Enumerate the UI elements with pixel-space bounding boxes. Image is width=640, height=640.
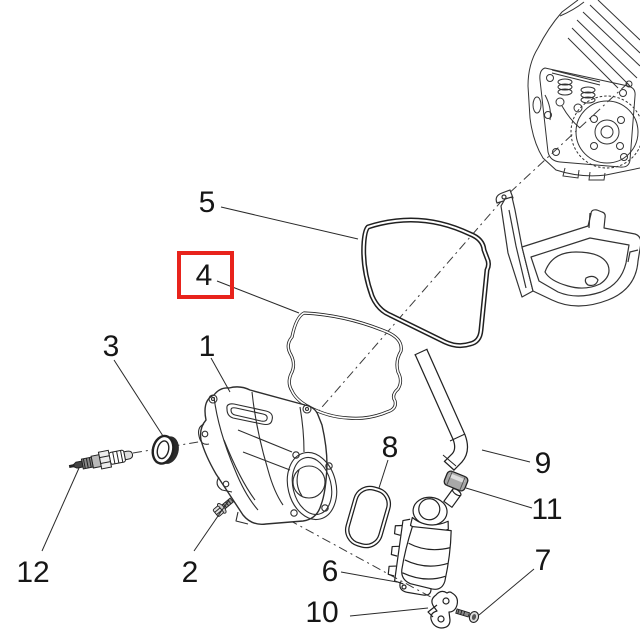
- callout-8[interactable]: 8: [381, 431, 399, 464]
- highlight-box-callout-4: [177, 251, 234, 299]
- leader-line-11: [465, 487, 533, 509]
- leader-line-8: [378, 459, 389, 489]
- callout-5[interactable]: 5: [198, 186, 216, 219]
- mounting-bracket-drawing[interactable]: [495, 189, 640, 307]
- callout-4[interactable]: 4: [195, 259, 213, 292]
- clamp-drawing[interactable]: [427, 590, 459, 629]
- leader-line-12: [41, 467, 80, 552]
- gasket-5-drawing[interactable]: [361, 217, 491, 349]
- leader-line-3: [113, 359, 164, 437]
- valve-cover-drawing[interactable]: [198, 386, 344, 525]
- o-ring-drawing[interactable]: [344, 484, 393, 549]
- seal-ring-drawing[interactable]: [150, 433, 182, 467]
- gasket-4-drawing[interactable]: [286, 311, 403, 420]
- breather-valve-drawing[interactable]: [386, 482, 462, 598]
- breather-hose-drawing[interactable]: [414, 348, 469, 471]
- engine-block-drawing[interactable]: [527, 0, 640, 181]
- callout-3[interactable]: 3: [102, 330, 120, 363]
- leader-line-5: [220, 206, 359, 240]
- leader-line-7: [478, 568, 535, 616]
- callout-12[interactable]: 12: [16, 556, 50, 589]
- screw-drawing[interactable]: [455, 608, 480, 624]
- leader-line-6: [340, 571, 398, 583]
- leader-line-2: [193, 499, 230, 552]
- spark-plug-drawing[interactable]: [68, 446, 134, 475]
- callout-9[interactable]: 9: [534, 447, 552, 480]
- callout-6[interactable]: 6: [321, 555, 339, 588]
- connector-sleeve-drawing[interactable]: [443, 470, 469, 492]
- callout-10[interactable]: 10: [305, 596, 339, 629]
- leader-line-10: [349, 607, 429, 617]
- callout-2[interactable]: 2: [181, 556, 199, 589]
- leader-line-1: [210, 357, 231, 393]
- callout-1[interactable]: 1: [198, 330, 216, 363]
- callout-11[interactable]: 11: [531, 493, 563, 526]
- centerline-breather-axis: [288, 519, 463, 615]
- callout-7[interactable]: 7: [534, 544, 552, 577]
- centerline-spark-plug-axis: [132, 440, 205, 454]
- leader-line-9: [481, 449, 531, 463]
